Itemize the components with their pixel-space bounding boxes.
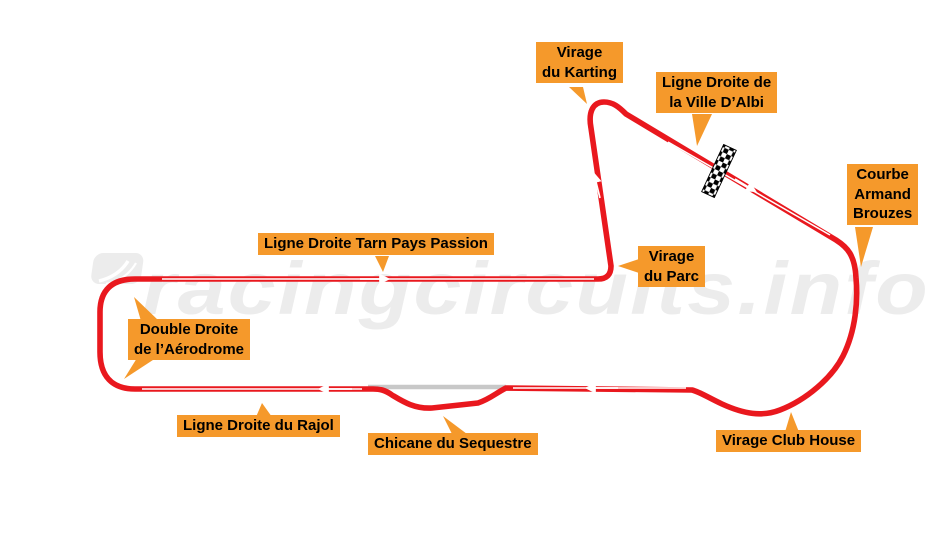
label-virage-du-parc: Virage du Parc — [638, 246, 706, 287]
label-ligne-droite-ville-albi: Ligne Droite de la Ville D’Albi — [656, 72, 778, 113]
direction-arrow-parc-to-karting — [590, 171, 602, 199]
label-courbe-armand-brouzes: Courbe Armand Brouzes — [847, 164, 919, 225]
label-chicane-du-sequestre: Chicane du Sequestre — [368, 433, 538, 455]
pointer-club-house — [785, 412, 799, 432]
direction-arrow-ville-albi — [734, 178, 757, 193]
pointer-tarn — [375, 256, 389, 272]
label-pointers — [124, 87, 873, 434]
track-outline — [97, 99, 860, 417]
label-virage-du-karting: Virage du Karting — [536, 42, 623, 83]
start-finish-checkered-flag-icon — [701, 143, 737, 199]
watermark-logo-icon — [91, 253, 144, 286]
label-ligne-droite-rajol: Ligne Droite du Rajol — [177, 415, 340, 437]
label-virage-club-house: Virage Club House — [716, 430, 862, 452]
pointer-ville-albi — [692, 114, 712, 146]
pointer-armand-brouzes — [855, 227, 873, 267]
pointer-virage-du-karting — [569, 87, 587, 104]
pointer-aerodrome-top — [134, 297, 159, 321]
pointer-rajol — [256, 403, 272, 417]
pointer-sequestre — [443, 416, 467, 434]
label-double-droite-aerodrome: Double Droite de l’Aérodrome — [128, 319, 251, 360]
label-ligne-droite-tarn: Ligne Droite Tarn Pays Passion — [258, 233, 494, 255]
centerline-ville-albi-straight — [667, 141, 831, 236]
pointer-virage-du-parc — [618, 259, 639, 273]
watermark-text: racingcircuits.info — [142, 247, 930, 330]
pointer-aerodrome-bottom — [124, 358, 156, 379]
